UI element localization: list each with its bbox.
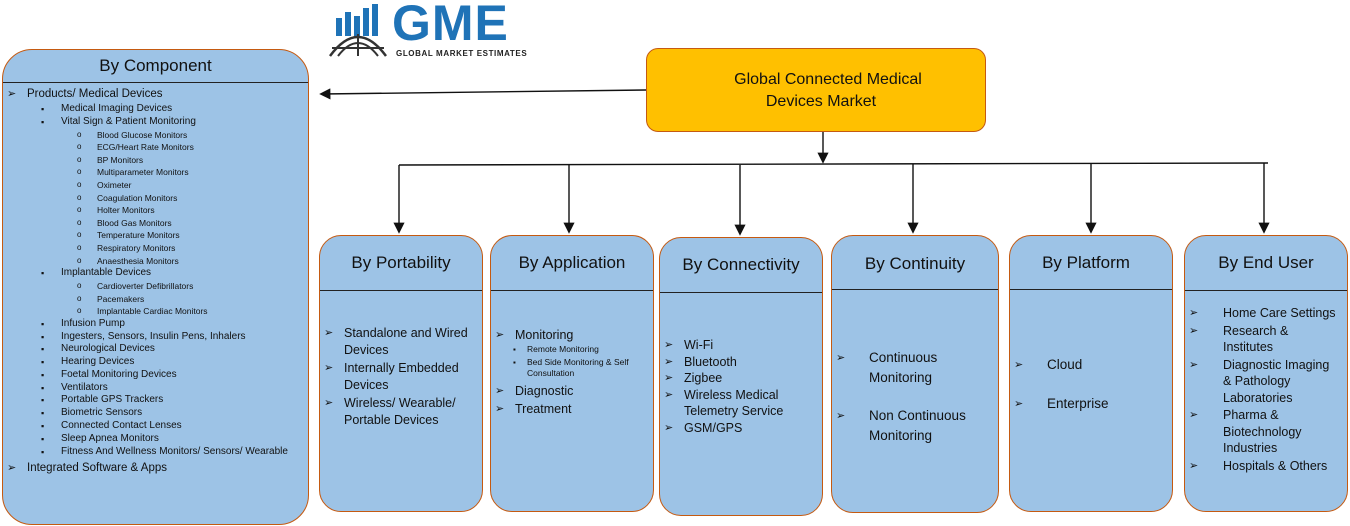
product-subitem: Blood Gas Monitors [3, 217, 308, 230]
list-item: Treatment [491, 401, 649, 418]
product-item: Sleep Apnea Monitors [3, 433, 308, 446]
product-item: Neurological Devices [3, 343, 308, 356]
root-node: Global Connected Medical Devices Market [646, 48, 986, 132]
root-title-line2: Devices Market [765, 93, 877, 110]
product-item: Biometric Sensors [3, 407, 308, 420]
platform-list: Cloud Enterprise [1010, 290, 1172, 414]
product-subitem: BP Monitors [3, 154, 308, 167]
list-item: Continuous Monitoring [832, 348, 992, 388]
product-subitem: Blood Glucose Monitors [3, 129, 308, 142]
list-item: Wireless/ Wearable/ Portable Devices [320, 395, 478, 428]
arrow-to-component [319, 88, 647, 100]
product-item: Connected Contact Lenses [3, 420, 308, 433]
product-item: Medical Imaging Devices [3, 103, 308, 116]
portability-title: By Portability [320, 236, 482, 291]
product-subitem: Cardioverter Defibrillators [3, 280, 308, 293]
product-item: Ventilators [3, 382, 308, 395]
list-item: Standalone and Wired Devices [320, 325, 478, 358]
application-list: Monitoring Remote Monitoring Bed Side Mo… [491, 291, 653, 418]
product-item: Ingesters, Sensors, Insulin Pens, Inhale… [3, 331, 308, 344]
sub-item: Remote Monitoring [491, 344, 649, 355]
list-item: Zigbee [660, 370, 818, 387]
portability-list: Standalone and Wired Devices Internally … [320, 291, 482, 428]
list-item: Wi-Fi [660, 337, 818, 354]
product-item: Fitness And Wellness Monitors/ Sensors/ … [3, 446, 308, 459]
platform-box: By Platform Cloud Enterprise [1009, 235, 1173, 512]
product-subitem: Oximeter [3, 179, 308, 192]
list-item: Pharma & Biotechnology Industries [1185, 407, 1339, 457]
end-user-list: Home Care Settings Research & Institutes… [1185, 291, 1347, 474]
branch-bar [398, 162, 1269, 166]
product-item: Foetal Monitoring Devices [3, 369, 308, 382]
products-item: Products/ Medical Devices [3, 88, 308, 101]
gme-logo: GME GLOBAL MARKET ESTIMATES [326, 0, 556, 60]
product-item: Vital Sign & Patient Monitoring [3, 116, 308, 129]
list-item: Enterprise [1010, 394, 1172, 414]
list-item: GSM/GPS [660, 420, 818, 437]
product-subitem: Multiparameter Monitors [3, 166, 308, 179]
end-user-title: By End User [1185, 236, 1347, 291]
list-item: Diagnostic [491, 383, 649, 400]
list-item: Bluetooth [660, 354, 818, 371]
product-item: Infusion Pump [3, 318, 308, 331]
product-subitem: Implantable Cardiac Monitors [3, 305, 308, 318]
product-subitem: Coagulation Monitors [3, 192, 308, 205]
list-item: Hospitals & Others [1185, 458, 1339, 475]
products-sublist: Medical Imaging DevicesVital Sign & Pati… [3, 103, 308, 458]
component-list: Products/ Medical Devices Medical Imagin… [3, 83, 308, 475]
product-subitem: ECG/Heart Rate Monitors [3, 141, 308, 154]
list-item: Monitoring [491, 327, 649, 344]
connectivity-box: By Connectivity Wi-Fi Bluetooth Zigbee W… [659, 237, 823, 516]
list-item: Wireless Medical Telemetry Service [660, 387, 818, 420]
list-item: Internally Embedded Devices [320, 360, 478, 393]
sub-item: Bed Side Monitoring & Self Consultation [491, 357, 649, 379]
portability-box: By Portability Standalone and Wired Devi… [319, 235, 483, 512]
root-title-line1: Global Connected Medical [734, 71, 922, 88]
product-subitem: Temperature Monitors [3, 229, 308, 242]
product-item: Portable GPS Trackers [3, 394, 308, 407]
list-item: Diagnostic Imaging & Pathology Laborator… [1185, 357, 1339, 407]
application-title: By Application [491, 236, 653, 291]
list-item: Research & Institutes [1185, 323, 1339, 356]
list-item: Non Continuous Monitoring [832, 406, 992, 446]
product-item: Hearing Devices [3, 356, 308, 369]
connectivity-title: By Connectivity [660, 238, 822, 293]
component-box: By Component Products/ Medical Devices M… [2, 49, 309, 525]
platform-title: By Platform [1010, 236, 1172, 290]
connectivity-list: Wi-Fi Bluetooth Zigbee Wireless Medical … [660, 293, 822, 436]
continuity-box: By Continuity Continuous Monitoring Non … [831, 235, 999, 513]
application-box: By Application Monitoring Remote Monitor… [490, 235, 654, 512]
logo-name: GME [392, 0, 509, 51]
software-item: Integrated Software & Apps [3, 462, 308, 475]
continuity-list: Continuous Monitoring Non Continuous Mon… [832, 290, 998, 446]
product-subitem: Anaesthesia Monitors [3, 255, 308, 268]
logo-tagline: GLOBAL MARKET ESTIMATES [396, 49, 528, 58]
list-item: Cloud [1010, 355, 1172, 375]
globe-chart-icon [328, 4, 388, 57]
product-subitem: Pacemakers [3, 293, 308, 306]
product-subitem: Holter Monitors [3, 204, 308, 217]
product-item: Implantable Devices [3, 267, 308, 280]
continuity-title: By Continuity [832, 236, 998, 290]
component-title: By Component [3, 50, 308, 83]
end-user-box: By End User Home Care Settings Research … [1184, 235, 1348, 512]
product-subitem: Respiratory Monitors [3, 242, 308, 255]
list-item: Home Care Settings [1185, 305, 1339, 322]
